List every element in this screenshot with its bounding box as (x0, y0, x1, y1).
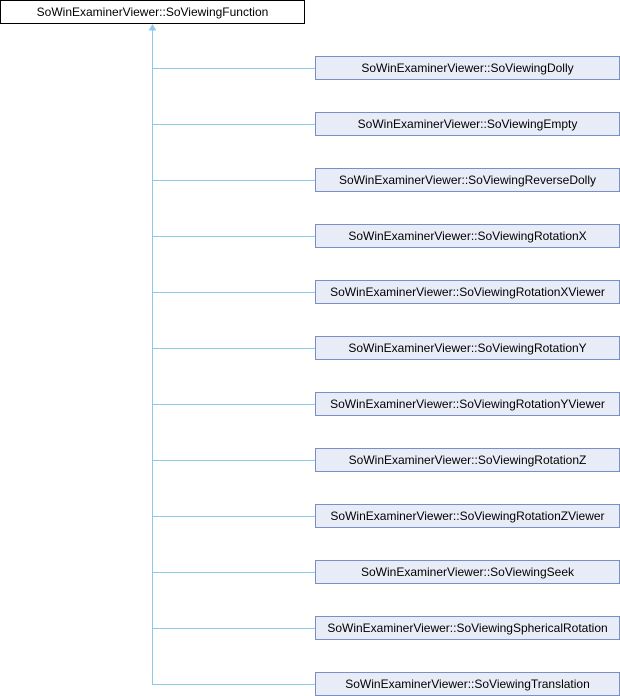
derived-class-node[interactable]: SoWinExaminerViewer::SoViewingRotationYV… (315, 392, 620, 416)
derived-class-node[interactable]: SoWinExaminerViewer::SoViewingReverseDol… (315, 168, 620, 192)
derived-class-node[interactable]: SoWinExaminerViewer::SoViewingRotationY (315, 336, 620, 360)
derived-class-node[interactable]: SoWinExaminerViewer::SoViewingDolly (315, 56, 620, 80)
derived-class-node[interactable]: SoWinExaminerViewer::SoViewingRotationZ (315, 448, 620, 472)
derived-class-node[interactable]: SoWinExaminerViewer::SoViewingSeek (315, 560, 620, 584)
derived-class-node[interactable]: SoWinExaminerViewer::SoViewingRotationXV… (315, 280, 620, 304)
derived-class-node[interactable]: SoWinExaminerViewer::SoViewingRotationX (315, 224, 620, 248)
inheritance-arrow-icon (148, 24, 157, 31)
derived-class-node[interactable]: SoWinExaminerViewer::SoViewingTranslatio… (315, 672, 620, 696)
base-class-node[interactable]: SoWinExaminerViewer::SoViewingFunction (0, 0, 305, 24)
derived-class-node[interactable]: SoWinExaminerViewer::SoViewingEmpty (315, 112, 620, 136)
derived-class-node[interactable]: SoWinExaminerViewer::SoViewingRotationZV… (315, 504, 620, 528)
derived-class-node[interactable]: SoWinExaminerViewer::SoViewingSphericalR… (315, 616, 620, 640)
